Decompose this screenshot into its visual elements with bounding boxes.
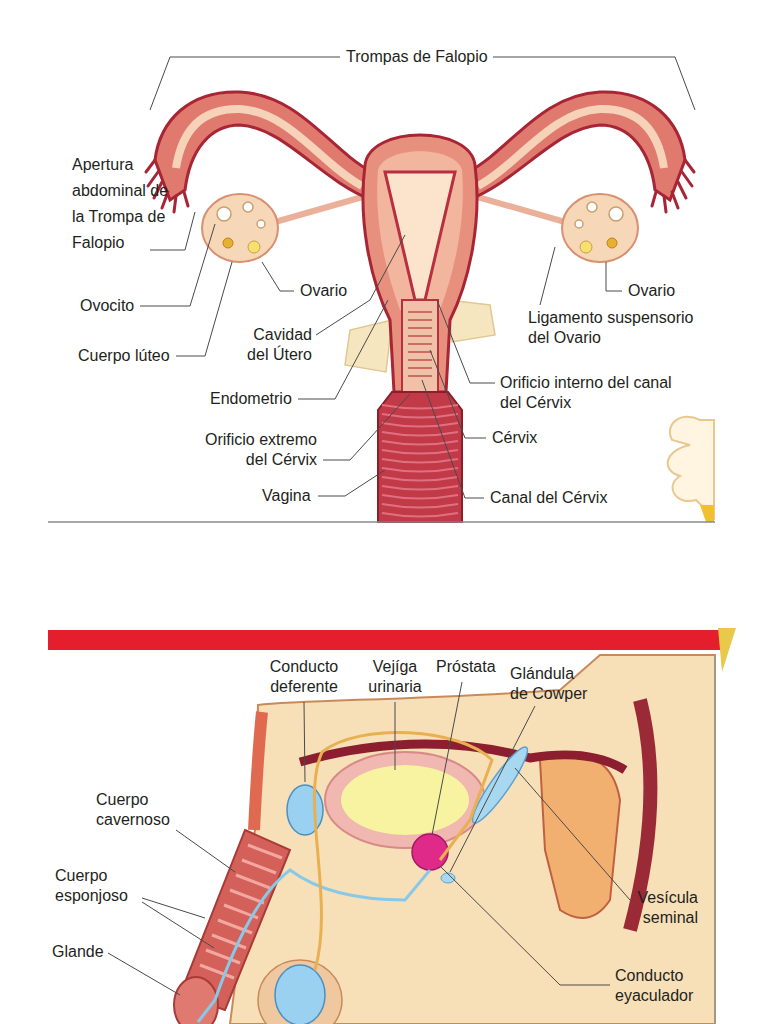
part-label: Trompas de Falopio [346,47,488,67]
seminal-vesicle [466,742,534,828]
part-label: Cavidad del Útero [240,325,312,365]
part-label: Ligamento suspensorio del Ovario [528,308,703,348]
leader-lines [108,682,630,995]
part-label: Orificio extremo del Cérvix [192,430,317,470]
urethra [198,870,430,1022]
cartoon-hand [668,417,714,518]
vas-deferens [314,732,492,970]
left-adnexa [146,92,372,262]
part-label: Ovario [628,281,675,301]
follicle [248,241,260,253]
broad-ligament [345,320,392,372]
ovarian-ligament [474,196,565,222]
frame-line [714,655,716,1024]
part-label: Cérvix [492,428,537,448]
part-label: Apertura abdominal de la Trompa de Falop… [72,152,177,256]
follicle [580,241,592,253]
cervix [402,300,438,392]
part-label: Glande [52,942,104,962]
fallopian-tube [155,92,372,200]
part-label: Cuerpo cavernoso [96,790,182,830]
ovary [562,194,638,262]
glans [174,977,218,1024]
cartoon-sleeve [700,505,714,522]
male-illustration [48,628,736,1024]
part-label: Ovario [300,281,347,301]
part-label: Ovocito [80,296,134,316]
part-label: Vagina [262,486,311,506]
ovarian-ligament [275,196,366,222]
erectile-tissue [200,845,282,978]
body-section [230,655,715,1024]
part-label: Vejíga urinaria [362,657,428,697]
header-band [48,630,720,650]
part-label: Cuerpo lúteo [78,346,170,366]
tube-lumen [176,109,362,186]
fallopian-tube [468,92,685,200]
leader-lines [140,57,695,498]
part-label: Conducto deferente [262,657,346,697]
follicle [575,220,583,228]
uterus [363,135,477,392]
tube-lumen [478,109,664,186]
part-label: Próstata [436,657,496,677]
myometrium [377,151,463,310]
bladder [341,765,469,835]
follicle [257,220,265,228]
corpus-luteum [223,238,233,248]
pubic-symphysis [287,785,323,835]
follicle [243,202,253,212]
part-label: Orificio interno del canal del Cérvix [500,373,685,413]
part-label: Conducto eyaculador [615,966,707,1006]
abdominal-wall [254,712,262,830]
vaginal-rugae [382,405,458,517]
corpus-luteum [607,238,617,248]
rectum [540,755,620,918]
part-label: Glándula de Cowper [510,664,590,704]
part-label: Vesícula seminal [610,888,698,928]
part-label: Endometrio [210,389,292,409]
band-accent [718,628,736,672]
follicle [217,207,231,221]
testis [275,965,325,1024]
vagina [378,392,462,522]
part-label: Cuerpo esponjoso [55,866,141,906]
follicle [609,207,623,221]
scrotum [258,960,342,1024]
right-adnexa [468,92,694,262]
part-label: Canal del Cérvix [490,488,607,508]
female-illustration [48,92,715,522]
fimbriae [652,160,694,212]
follicle [587,202,597,212]
prostate [412,834,448,870]
frame-line [48,521,715,523]
uterine-cavity [385,172,455,300]
cervical-canal [408,312,432,376]
